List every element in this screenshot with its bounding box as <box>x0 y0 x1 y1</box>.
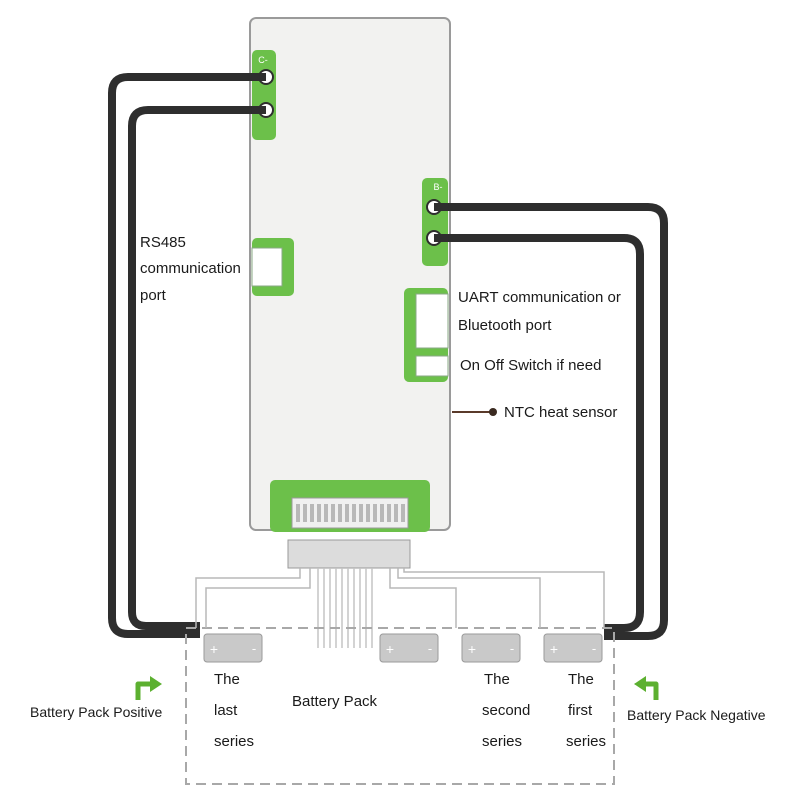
pack-positive-arrow-icon <box>135 681 152 700</box>
uart-port-connector <box>415 293 449 349</box>
last-series-line-2: last <box>214 702 238 719</box>
rs485-label-line-3: port <box>140 286 166 304</box>
header-pin <box>387 504 391 522</box>
balance-header-pins <box>296 504 405 522</box>
svg-text:+: + <box>210 641 218 657</box>
header-pin <box>345 504 349 522</box>
header-pin <box>373 504 377 522</box>
pack-negative-arrowhead-icon <box>634 676 646 692</box>
rs485-label-line-1: RS485 <box>140 234 186 251</box>
uart-label: UART communication or Bluetooth port <box>458 288 621 337</box>
header-pin <box>296 504 300 522</box>
cell-first-series: + - <box>543 633 603 663</box>
cell-second-series: + - <box>461 633 521 663</box>
cable-c-minus-inner <box>128 106 266 630</box>
cable-c-minus-outer <box>108 73 266 638</box>
svg-text:-: - <box>592 641 596 656</box>
first-series-label: The first series <box>566 664 606 757</box>
b-minus-marking: B- <box>434 182 443 192</box>
header-pin <box>394 504 398 522</box>
second-series-line-1: The <box>484 671 510 688</box>
svg-text:-: - <box>510 641 514 656</box>
cable-b-minus-outer <box>434 203 668 640</box>
battery-pack-label: Battery Pack <box>292 693 378 710</box>
uart-label-line-2: Bluetooth port <box>458 317 552 335</box>
sense-wire-first-series <box>397 568 541 628</box>
svg-text:+: + <box>386 641 394 657</box>
pack-negative-label: Battery Pack Negative <box>627 707 766 723</box>
last-series-line-1: The <box>214 671 240 688</box>
header-pin <box>380 504 384 522</box>
sense-wire-pack-negative <box>403 568 605 628</box>
pack-negative-arrow-icon <box>644 681 659 700</box>
switch-label: On Off Switch if need <box>460 357 602 374</box>
b-minus-terminal-block <box>422 178 448 266</box>
svg-text:+: + <box>468 641 476 657</box>
svg-text:-: - <box>252 641 256 656</box>
battery-pack-outline <box>185 627 615 785</box>
second-series-label: The second series <box>482 664 530 757</box>
rs485-label: RS485 communication port <box>140 233 241 306</box>
header-pin <box>352 504 356 522</box>
sense-wire-last-series <box>195 568 301 628</box>
second-series-line-3: series <box>482 733 523 750</box>
first-series-line-3: series <box>566 733 607 750</box>
svg-text:+: + <box>550 641 558 657</box>
svg-text:-: - <box>428 641 432 656</box>
header-pin <box>359 504 363 522</box>
header-pin <box>324 504 328 522</box>
ntc-sensor-bead <box>489 408 497 416</box>
ntc-label: NTC heat sensor <box>504 404 618 421</box>
second-series-line-2: second <box>482 702 531 719</box>
cell-middle-series: + - <box>379 633 439 663</box>
balance-plug <box>287 539 411 569</box>
rs485-label-line-2: communication <box>140 260 241 278</box>
balance-wires <box>317 568 373 648</box>
pack-positive-arrowhead-icon <box>150 676 162 692</box>
header-pin <box>401 504 405 522</box>
rs485-port-connector <box>251 247 283 287</box>
sense-wire-last-series-2 <box>205 568 311 628</box>
first-series-line-2: first <box>568 702 593 719</box>
header-pin <box>331 504 335 522</box>
first-series-line-1: The <box>568 671 594 688</box>
last-series-line-3: series <box>214 733 255 750</box>
switch-port-connector <box>415 355 449 377</box>
header-pin <box>338 504 342 522</box>
header-pin <box>366 504 370 522</box>
c-minus-marking: C- <box>258 55 268 65</box>
header-pin <box>310 504 314 522</box>
pack-positive-label: Battery Pack Positive <box>30 704 163 720</box>
cable-b-minus-inner <box>434 234 644 632</box>
header-pin <box>303 504 307 522</box>
uart-label-line-1: UART communication or <box>458 289 621 306</box>
last-series-label: The last series <box>214 664 254 757</box>
cell-last-series: + - <box>203 633 263 663</box>
header-pin <box>317 504 321 522</box>
sense-wire-second-series <box>389 568 457 628</box>
